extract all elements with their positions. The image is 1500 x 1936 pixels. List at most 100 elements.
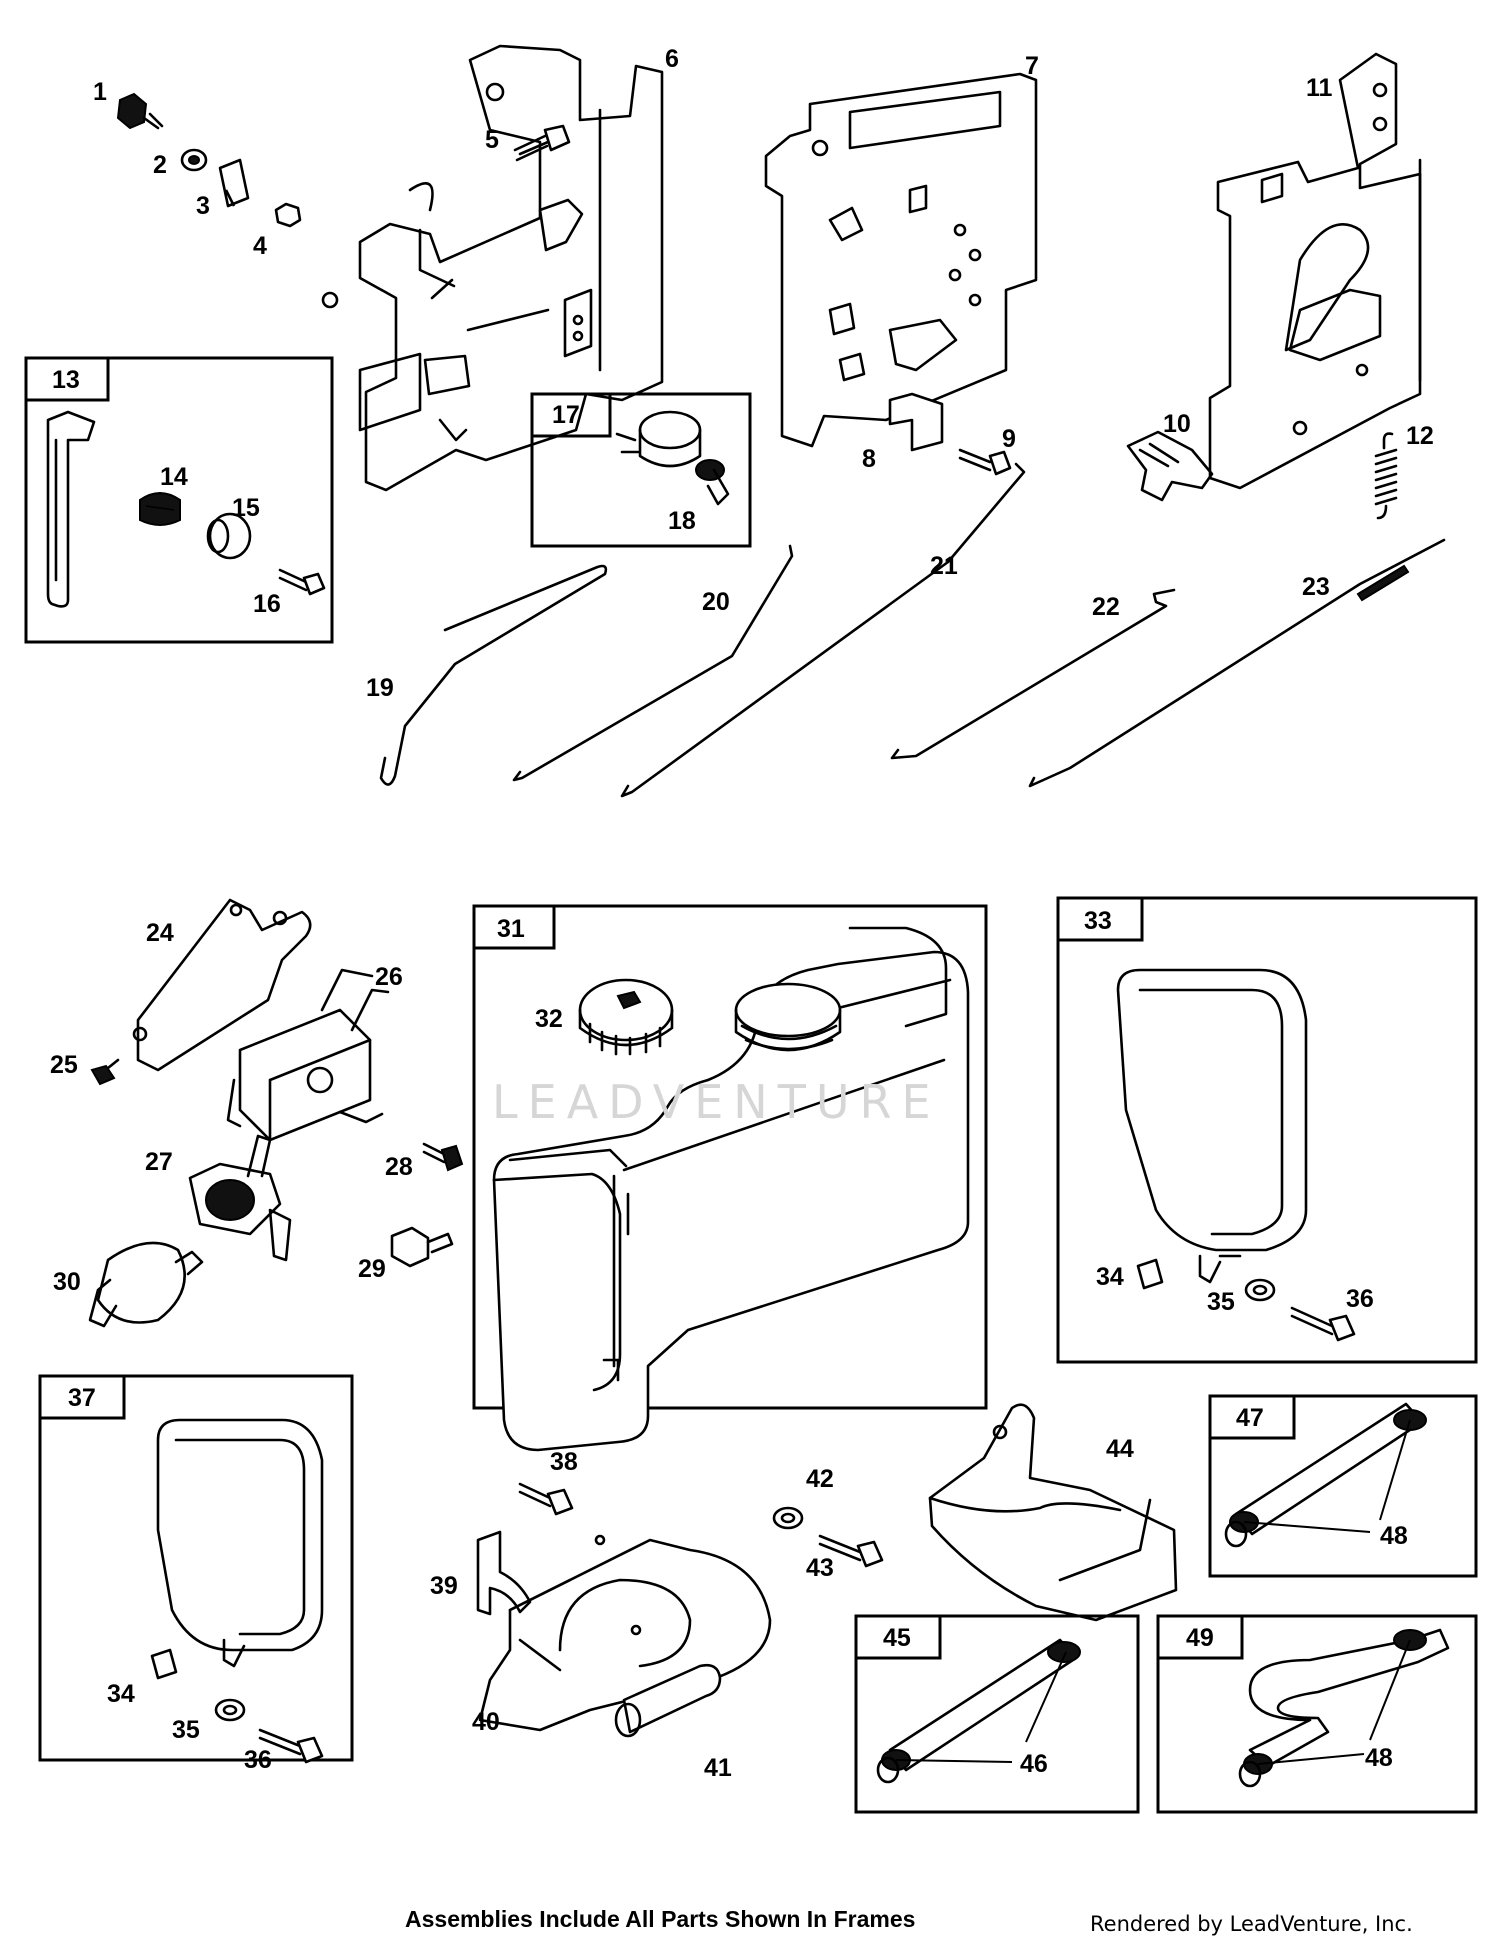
label-part-25: 25 bbox=[50, 1051, 78, 1079]
label-part-20: 20 bbox=[702, 588, 730, 616]
label-part-3: 3 bbox=[196, 192, 210, 220]
part-18-ignition-switch-shape bbox=[615, 410, 730, 506]
part-36-bolt-shape-a bbox=[1290, 1306, 1356, 1342]
part-44-heat-shield-shape bbox=[928, 1403, 1178, 1622]
frame-47-tag bbox=[1208, 1394, 1296, 1440]
frame-45-label: 45 bbox=[883, 1624, 911, 1652]
label-part-42: 42 bbox=[806, 1465, 834, 1493]
part-36-bolt-shape-b bbox=[258, 1728, 324, 1764]
label-part-28: 28 bbox=[385, 1153, 413, 1181]
part-5-bolt-shape bbox=[513, 124, 571, 162]
label-part-39: 39 bbox=[430, 1572, 458, 1600]
part-41-hose-shape bbox=[614, 1663, 722, 1738]
part-21-rod-shape bbox=[620, 462, 1026, 798]
frame-33 bbox=[1056, 896, 1478, 1364]
label-part-7: 7 bbox=[1025, 52, 1039, 80]
part-20-rod-shape bbox=[512, 544, 794, 782]
frame-17 bbox=[530, 392, 752, 548]
part-26-fuel-pump-shape bbox=[226, 968, 390, 1142]
label-part-35-frame-37: 35 bbox=[172, 1716, 200, 1744]
frame-33-label: 33 bbox=[1084, 907, 1112, 935]
frame-37-tag bbox=[38, 1374, 126, 1420]
part-38-bolt-shape bbox=[518, 1482, 574, 1516]
part-6-control-bracket-shape bbox=[321, 44, 664, 492]
label-part-19: 19 bbox=[366, 674, 394, 702]
frame-37 bbox=[38, 1374, 354, 1762]
frame-45 bbox=[854, 1614, 1140, 1814]
label-part-21: 21 bbox=[930, 552, 958, 580]
part-37-tank-strap-shape bbox=[156, 1418, 324, 1668]
frame-31-tag bbox=[472, 904, 556, 950]
label-part-43: 43 bbox=[806, 1554, 834, 1582]
label-part-12: 12 bbox=[1406, 422, 1434, 450]
leader-lines bbox=[895, 1419, 1411, 1765]
part-12-spring-shape bbox=[1374, 432, 1398, 520]
part-32-fuel-cap-shape bbox=[578, 978, 674, 1056]
label-part-29: 29 bbox=[358, 1255, 386, 1283]
label-part-38: 38 bbox=[550, 1448, 578, 1476]
label-part-14: 14 bbox=[160, 463, 188, 491]
label-part-32: 32 bbox=[535, 1005, 563, 1033]
label-part-34-frame-37: 34 bbox=[107, 1680, 135, 1708]
part-39-clamp-shape bbox=[476, 1530, 532, 1616]
label-part-8: 8 bbox=[862, 445, 876, 473]
part-45-fuel-line-shape bbox=[876, 1638, 1081, 1784]
label-part-24: 24 bbox=[146, 919, 174, 947]
part-34-clip-shape-b bbox=[150, 1648, 178, 1680]
label-part-5: 5 bbox=[485, 126, 499, 154]
frame-37-label: 37 bbox=[68, 1384, 96, 1412]
label-part-44: 44 bbox=[1106, 1435, 1134, 1463]
label-part-46: 46 bbox=[1020, 1750, 1048, 1778]
part-35-washer-shape-b bbox=[214, 1698, 246, 1722]
label-part-18: 18 bbox=[668, 507, 696, 535]
frame-47-label: 47 bbox=[1236, 1404, 1264, 1432]
frame-31-label: 31 bbox=[497, 915, 525, 943]
part-11-governor-bracket-shape bbox=[1208, 52, 1422, 490]
frame-17-label: 17 bbox=[552, 401, 580, 429]
label-part-34-frame-33: 34 bbox=[1096, 1263, 1124, 1291]
part-7-throttle-bracket-shape bbox=[764, 72, 1038, 448]
label-part-48-frame-49: 48 bbox=[1365, 1744, 1393, 1772]
label-part-10: 10 bbox=[1163, 410, 1191, 438]
part-25-screw-shape bbox=[90, 1058, 120, 1086]
part-1-knob-shape bbox=[116, 92, 164, 130]
part-24-bracket-shape bbox=[132, 898, 312, 1072]
part-10-cable-clamp-shape bbox=[1126, 430, 1214, 502]
part-30-fuel-filter-shape bbox=[88, 1241, 204, 1328]
frame-33-tag bbox=[1056, 896, 1144, 942]
label-part-4: 4 bbox=[253, 232, 267, 260]
part-22-rod-shape bbox=[890, 588, 1176, 760]
label-part-36-frame-33: 36 bbox=[1346, 1285, 1374, 1313]
part-34-clip-shape-a bbox=[1136, 1258, 1164, 1290]
label-part-16: 16 bbox=[253, 590, 281, 618]
frame-31 bbox=[472, 904, 988, 1410]
watermark-text: LEADVENTURE bbox=[492, 1075, 941, 1129]
label-part-11: 11 bbox=[1306, 74, 1333, 102]
part-2-washer-shape bbox=[180, 148, 208, 172]
part-19-rod-shape bbox=[379, 564, 608, 786]
label-part-30: 30 bbox=[53, 1268, 81, 1296]
part-43-bolt-shape bbox=[818, 1534, 884, 1568]
part-14-clamp-shape bbox=[139, 492, 181, 526]
part-16-screw-shape bbox=[278, 568, 326, 596]
part-number-labels: 1 2 3 4 5 6 7 8 9 10 11 12 14 15 16 18 1… bbox=[50, 45, 1434, 1782]
label-part-27: 27 bbox=[145, 1148, 173, 1176]
label-part-41: 41 bbox=[704, 1754, 732, 1782]
part-42-washer-shape bbox=[772, 1506, 804, 1530]
label-part-35-frame-33: 35 bbox=[1207, 1288, 1235, 1316]
part-13-bracket-shape bbox=[46, 410, 96, 608]
label-part-36-frame-37: 36 bbox=[244, 1746, 272, 1774]
frame-49-label: 49 bbox=[1186, 1624, 1214, 1652]
part-27-shutoff-valve-shape bbox=[188, 1134, 292, 1262]
footer-caption: Assemblies Include All Parts Shown In Fr… bbox=[405, 1906, 916, 1932]
frame-49-tag bbox=[1156, 1614, 1244, 1660]
label-part-40: 40 bbox=[472, 1708, 500, 1736]
label-part-15: 15 bbox=[232, 494, 260, 522]
label-part-2: 2 bbox=[153, 151, 167, 179]
part-28-screw-shape bbox=[422, 1142, 464, 1172]
frame-45-tag bbox=[854, 1614, 942, 1660]
label-part-1: 1 bbox=[93, 78, 107, 106]
frame-13 bbox=[24, 356, 334, 644]
part-4-nut-shape bbox=[274, 202, 302, 228]
